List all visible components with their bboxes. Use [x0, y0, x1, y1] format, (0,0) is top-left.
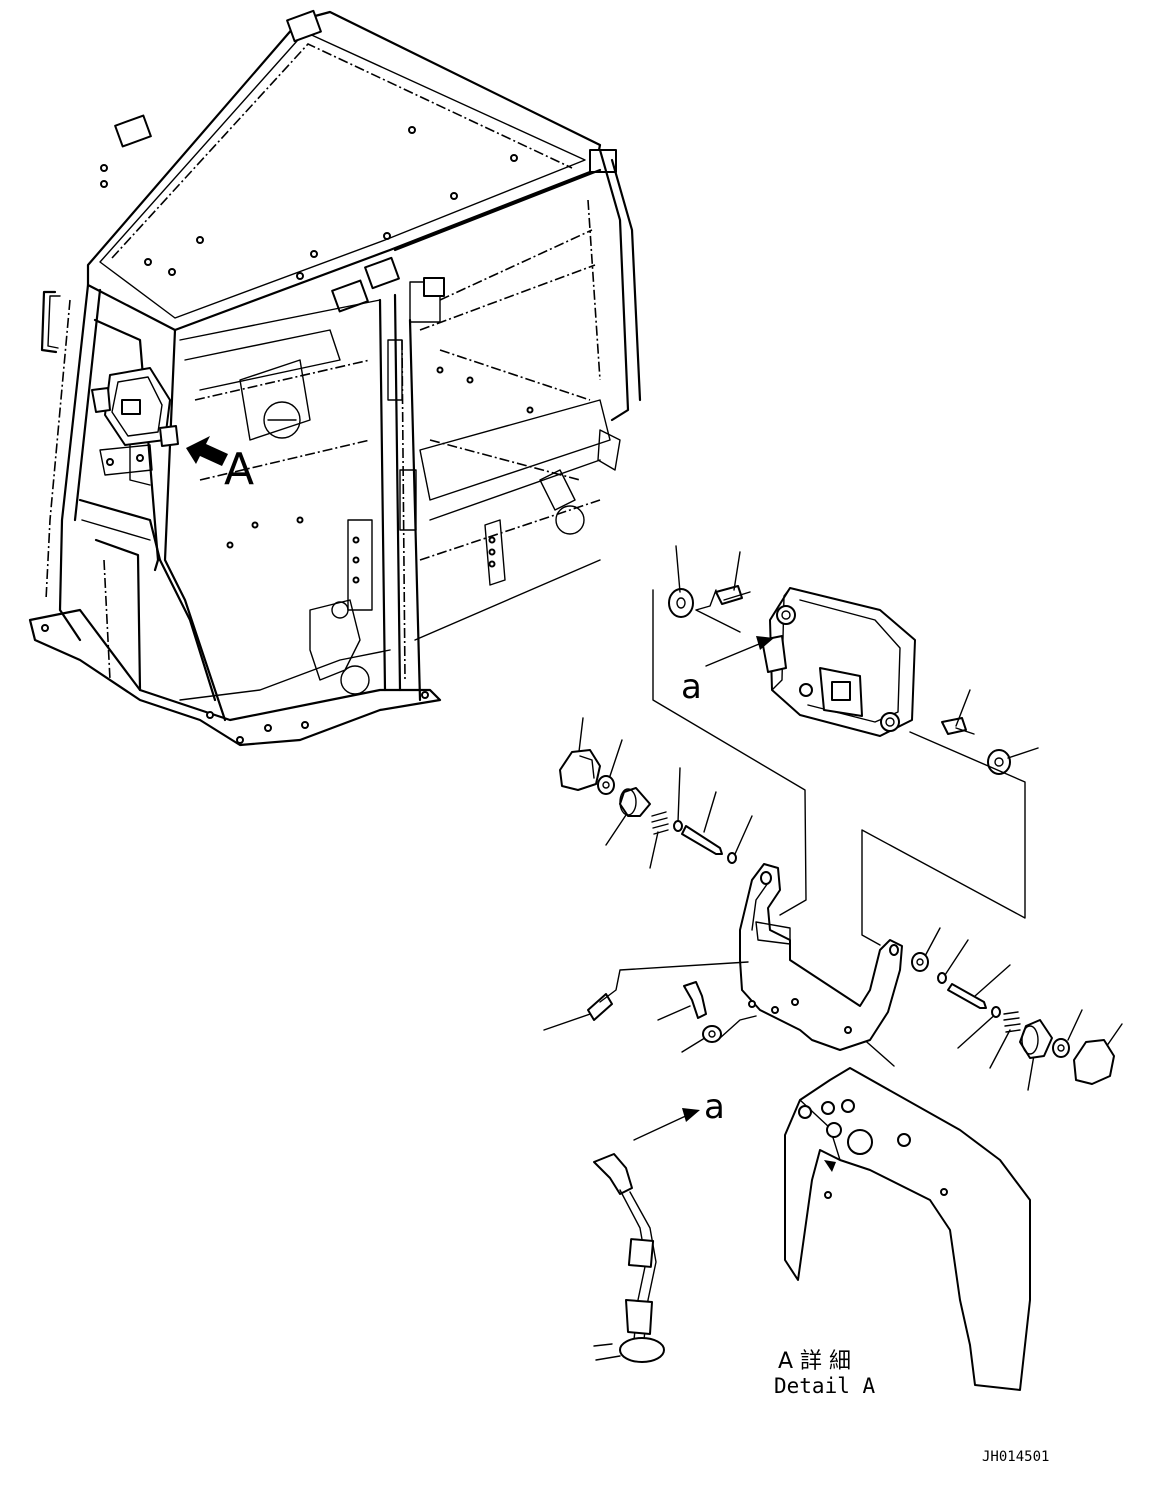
connection-arrow-icon [682, 1108, 700, 1122]
connection-marker-label: a [681, 667, 702, 707]
bolt [941, 717, 967, 735]
pin [681, 825, 723, 855]
harness [593, 1153, 665, 1363]
washer [1052, 1038, 1070, 1058]
washer [702, 1025, 722, 1043]
drawing-number: JH014501 [982, 1449, 1049, 1465]
monitor-on-cab [91, 367, 179, 486]
washer [597, 775, 615, 795]
cab-frame [28, 9, 642, 747]
connection-marker-label: a [704, 1087, 725, 1127]
spacer [1019, 1019, 1053, 1059]
clip [937, 972, 947, 984]
detail-title-jp: A 詳 細 [778, 1349, 851, 1374]
bolt [587, 993, 613, 1021]
spring [1003, 1011, 1021, 1033]
spacer [619, 787, 651, 817]
pin [947, 983, 987, 1009]
bolt [683, 981, 707, 1019]
washer [911, 952, 929, 972]
spring [651, 811, 669, 835]
view-arrow-icon [186, 436, 228, 466]
bracket [739, 863, 903, 1051]
clip [673, 820, 683, 832]
monitor-unit [761, 587, 916, 737]
clip [991, 1006, 1001, 1018]
detail-title-en: Detail A [774, 1374, 876, 1398]
knob [1073, 1039, 1115, 1085]
bolt [715, 585, 743, 605]
mounting-panel [784, 1067, 1031, 1391]
rubber-washer [668, 588, 694, 618]
view-marker-label: A [224, 444, 254, 495]
leader-lines [543, 545, 1123, 1091]
clip [727, 852, 737, 864]
connection-arrow-icon [756, 636, 774, 650]
